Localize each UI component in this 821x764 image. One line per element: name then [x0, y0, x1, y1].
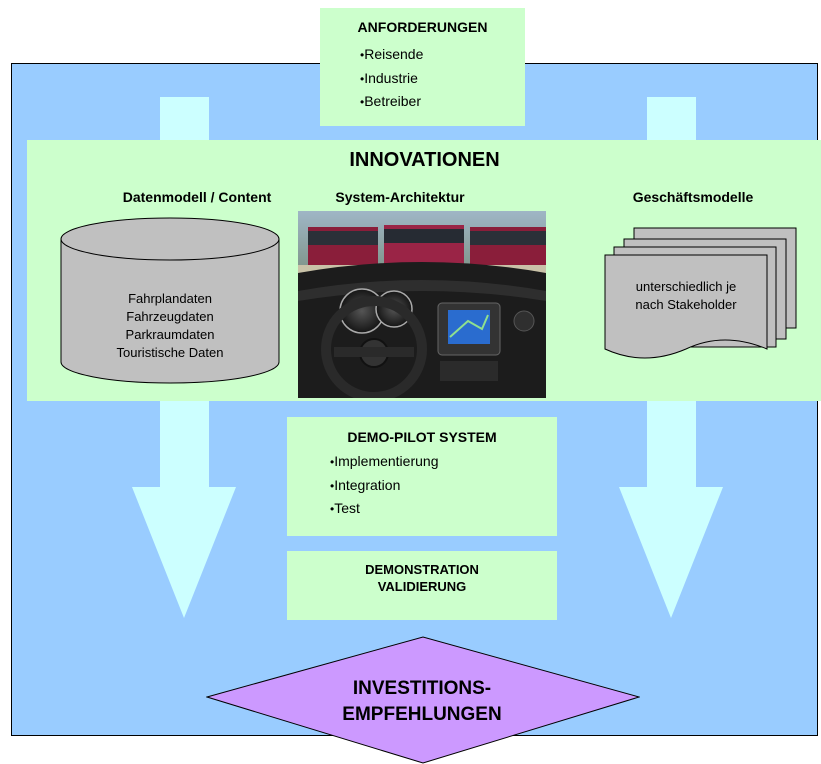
database-cylinder-icon: [60, 217, 280, 384]
investments-label: INVESTITIONS- EMPFEHLUNGEN: [206, 676, 638, 728]
database-content: Fahrplandaten Fahrzeugdaten Parkraumdate…: [60, 290, 280, 362]
arrow-stub-left: [160, 97, 209, 142]
investments-line: EMPFEHLUNGEN: [342, 704, 502, 725]
requirements-title: ANFORDERUNGEN: [357, 19, 488, 35]
database-line: Fahrplandaten: [128, 291, 212, 306]
demonstration-line: VALIDIERUNG: [377, 579, 467, 594]
list-item: Integration: [330, 474, 438, 498]
innovations-title: INNOVATIONEN: [349, 149, 500, 171]
list-item: Test: [330, 497, 438, 521]
database-line: Fahrzeugdaten: [126, 309, 214, 324]
arrow-stub-right: [647, 97, 696, 142]
list-item: Reisende: [360, 43, 423, 67]
demo-pilot-box: DEMO-PILOT SYSTEM Implementierung Integr…: [287, 417, 557, 536]
demonstration-line: DEMONSTRATION: [365, 562, 479, 577]
documents-line: unterschiedlich je: [635, 279, 737, 294]
car-dashboard-photo: [298, 211, 546, 398]
database-line: Touristische Daten: [116, 345, 224, 360]
database-line: Parkraumdaten: [125, 327, 215, 342]
requirements-list: Reisende Industrie Betreiber: [360, 43, 423, 114]
requirements-box: ANFORDERUNGEN Reisende Industrie Betreib…: [320, 8, 525, 126]
stacked-documents-icon: [604, 227, 797, 359]
column-title-geschaeftsmodelle: Geschäftsmodelle: [632, 189, 754, 205]
documents-line: nach Stakeholder: [635, 297, 737, 312]
investments-diamond: [206, 636, 640, 764]
documents-content: unterschiedlich je nach Stakeholder: [605, 278, 767, 314]
demonstration-box: DEMONSTRATION VALIDIERUNG: [287, 551, 557, 620]
list-item: Betreiber: [360, 90, 423, 114]
arrow-down-left: [132, 400, 236, 618]
column-title-datenmodell: Datenmodell / Content: [122, 189, 272, 205]
demo-pilot-title: DEMO-PILOT SYSTEM: [347, 429, 497, 445]
investments-line: INVESTITIONS-: [352, 678, 492, 699]
list-item: Industrie: [360, 67, 423, 91]
column-title-system-architektur: System-Architektur: [335, 189, 465, 205]
demo-pilot-list: Implementierung Integration Test: [330, 450, 438, 521]
arrow-down-right: [619, 400, 723, 618]
list-item: Implementierung: [330, 450, 438, 474]
